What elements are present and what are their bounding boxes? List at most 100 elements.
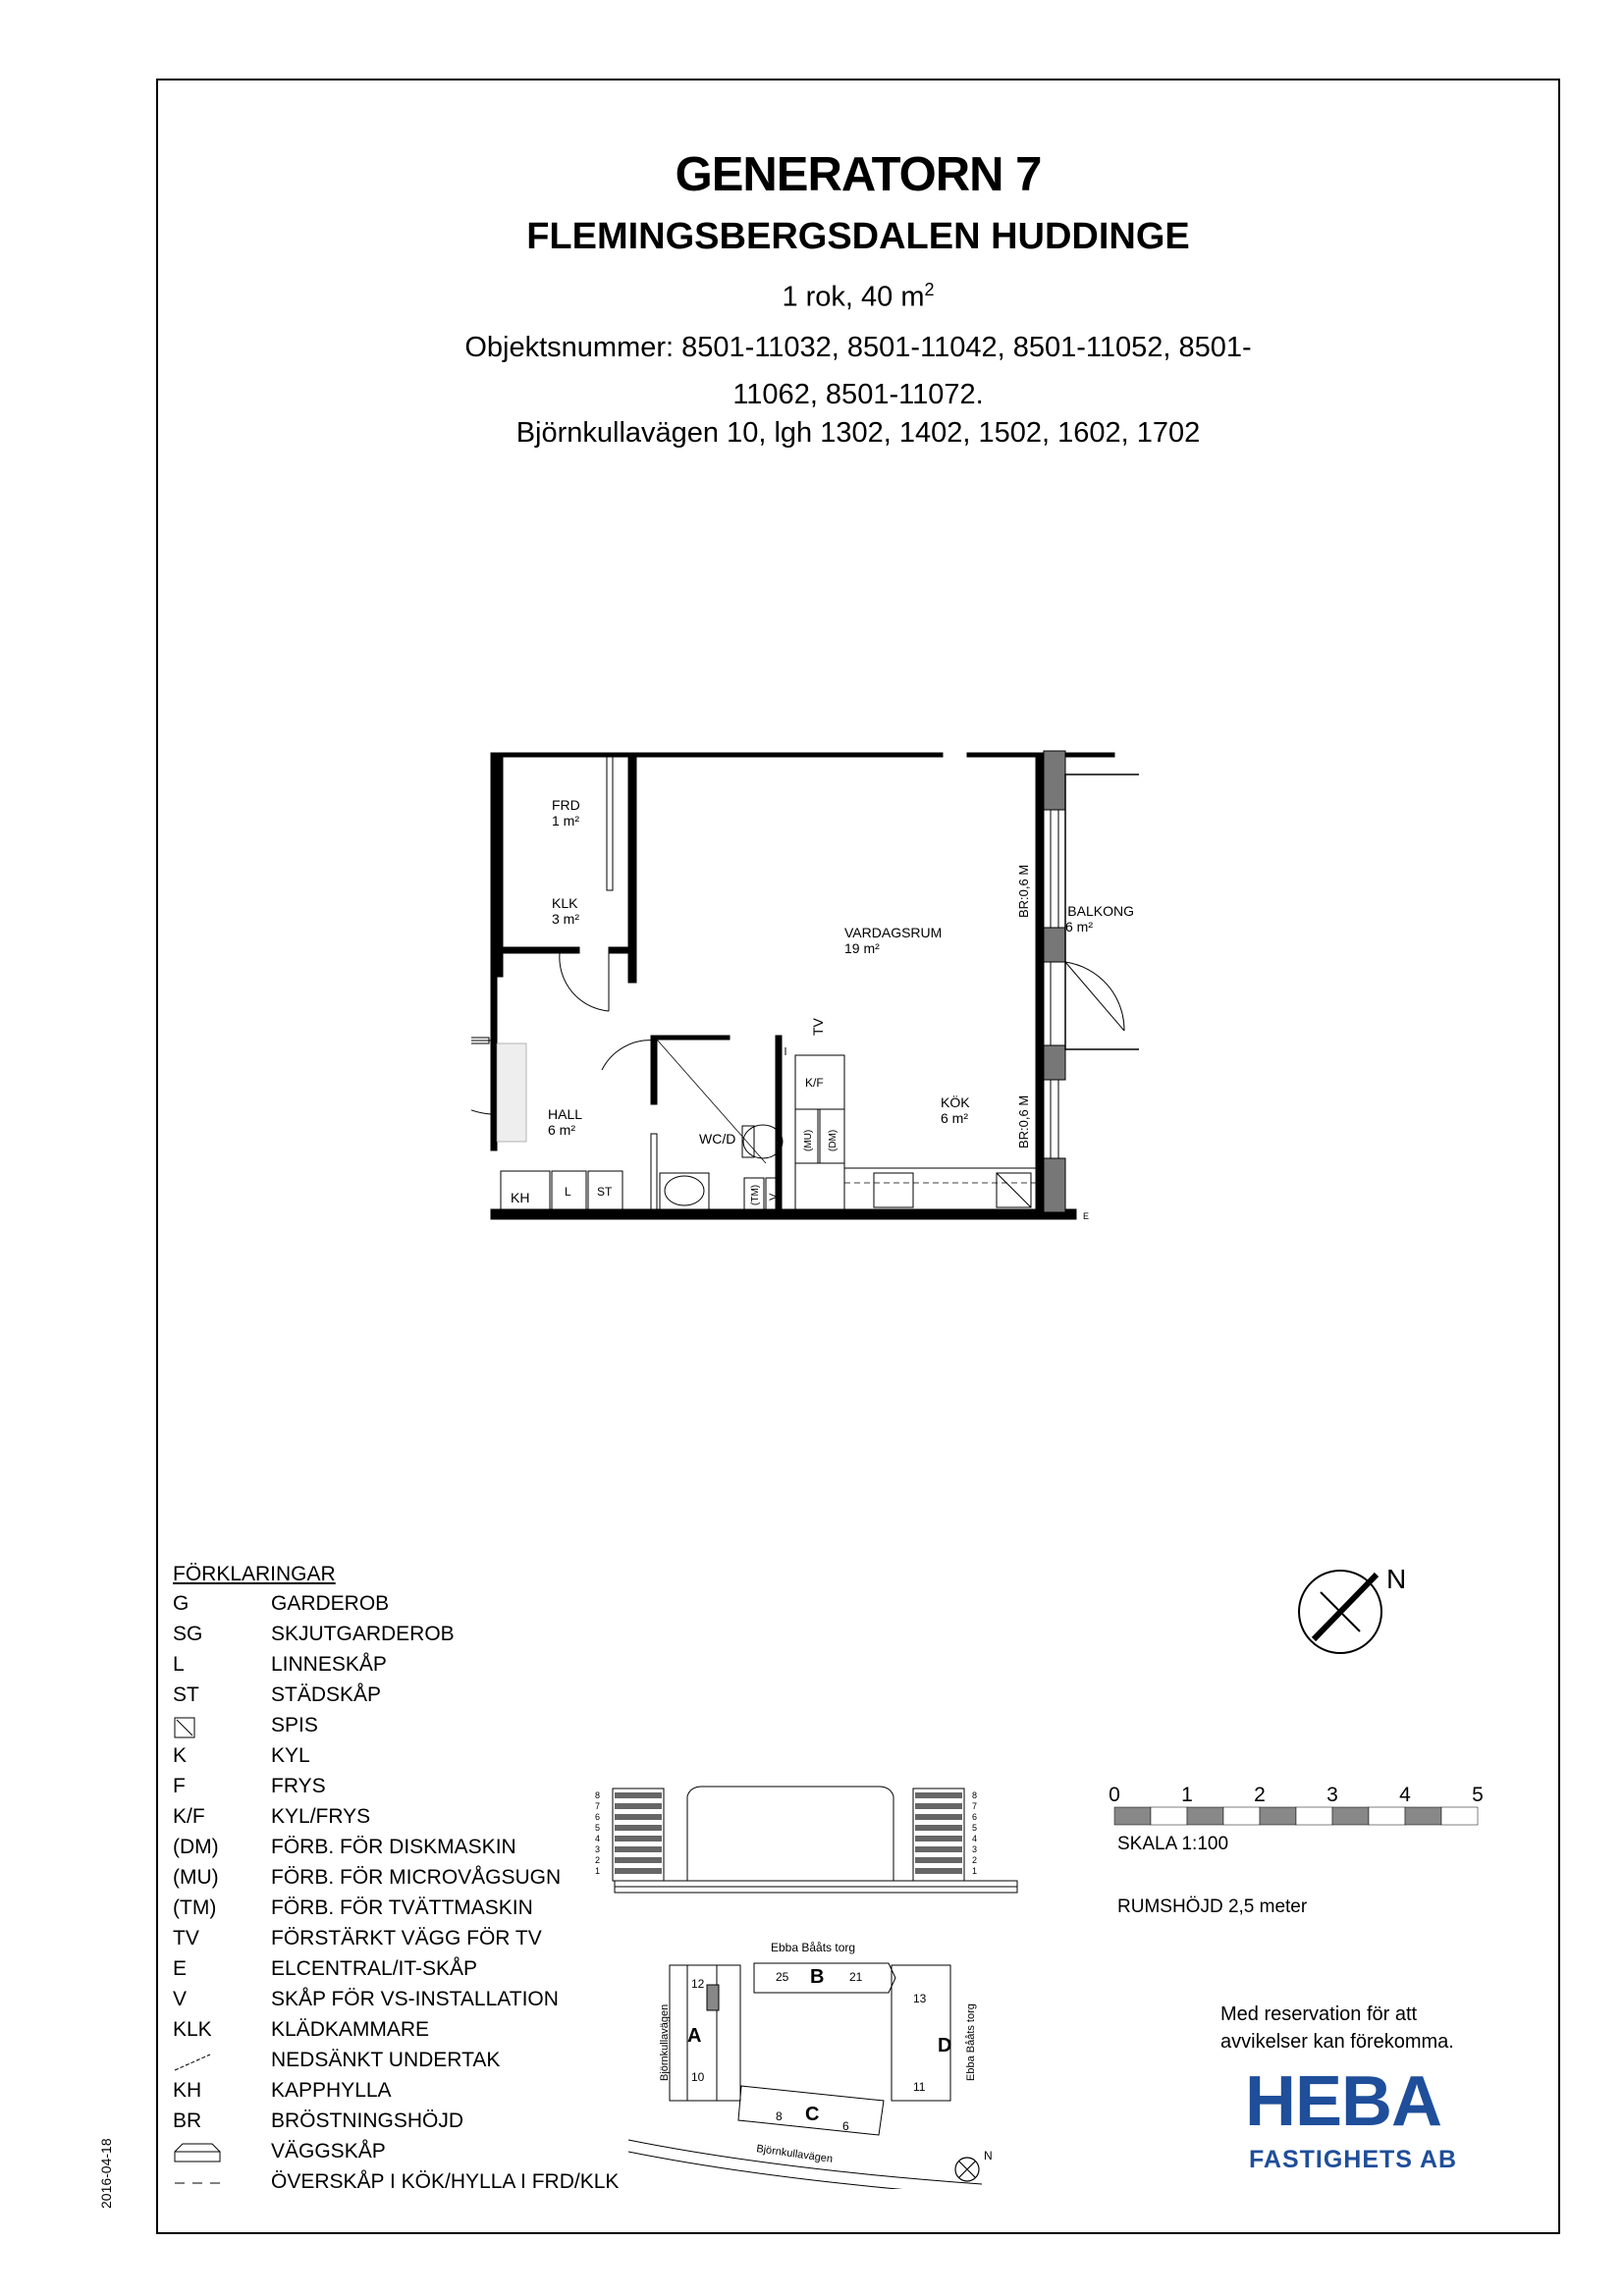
section-floor-bar [615,1857,662,1863]
room-hall: HALL [548,1106,582,1122]
scale-segment [1404,1806,1442,1826]
scale-segment [1150,1806,1188,1826]
legend-item: BR BRÖSTNINGSHÖJD [173,2109,463,2140]
legend-code: (DM) [173,1836,219,1858]
legend-item: E ELCENTRAL/IT-SKÅP [173,1957,477,1988]
legend-code: SG [173,1623,203,1645]
site-north: N [984,2149,993,2163]
object-numbers-line2: 11062, 8501-11072. [732,379,984,410]
room-hall-area: 6 m² [548,1122,575,1138]
section-floor-number: 6 [595,1812,600,1822]
legend-code: L [173,1653,185,1676]
section-floor-number: 1 [972,1866,977,1876]
site-n6: 6 [842,2119,849,2133]
scale-segment [1113,1806,1152,1826]
legend-code: V [173,1988,188,2010]
legend-code: ST [173,1683,199,1706]
mark-br-top: BR:0,6 M [1016,865,1031,918]
mark-e: E [1083,1211,1089,1221]
section-floor-number: 4 [972,1834,977,1843]
legend-item: (DM)FÖRB. FÖR DISKMASKIN [173,1836,516,1866]
legend-desc: KLÄDKAMMARE [271,2018,430,2041]
legend-desc: KAPPHYLLA [271,2079,392,2102]
legend-item: L LINNESKÅP [173,1653,387,1683]
legend-desc: VÄGGSKÅP [271,2140,386,2163]
site-n8: 8 [776,2109,783,2123]
site-n13: 13 [913,1992,927,2005]
floor-plan: FRD 1 m² KLK 3 m² VARDAGSRUM 19 m² BALKO… [471,750,1139,1221]
object-numbers-line1: Objektsnummer: 8501-11032, 8501-11042, 8… [464,332,1252,363]
legend-code: K [173,1744,188,1767]
legend-code: E [173,1957,188,1980]
page-title: GENERATORN 7 [675,148,1043,201]
room-frd-area: 1 m² [552,813,579,828]
room-kok-area: 6 m² [941,1110,968,1126]
scale-tick: 3 [1326,1784,1338,1806]
legend-code: KH [173,2079,202,2102]
legend-desc: SKÅP FÖR VS-INSTALLATION [271,1988,559,2010]
compass-north: N [1386,1564,1406,1594]
section-floor-bar [915,1825,962,1831]
site-n21: 21 [849,1970,863,1984]
legend-item: VÄGGSKÅP [173,2140,386,2171]
legend-item: KH KAPPHYLLA [173,2079,392,2109]
scale-tick: 0 [1110,1784,1120,1806]
scale-tick: 2 [1254,1784,1266,1806]
site-n25: 25 [776,1970,789,1984]
section-floor-number: 8 [595,1790,600,1800]
site-n12: 12 [691,1977,705,1991]
legend-desc: LINNESKÅP [271,1653,387,1676]
stove-icon [173,1714,222,1745]
site-n10: 10 [691,2070,705,2084]
legend-desc: BRÖSTNINGSHÖJD [271,2109,464,2132]
scale-segment [1331,1806,1370,1826]
section-floor-number: 3 [972,1844,977,1854]
legend-desc: KYL/FRYS [271,1805,371,1828]
legend-item: ÖVERSKÅP I KÖK/HYLLA I FRD/KLK [173,2170,619,2201]
page-frame [156,79,1560,2234]
legend-code: K/F [173,1805,205,1828]
site-ebba-side: Ebba Bååts torg [965,2003,977,2081]
legend-code: KLK [173,2018,212,2041]
legend-code: BR [173,2109,202,2132]
mark-br-bottom: BR:0,6 M [1016,1095,1031,1148]
scale-segment [1259,1806,1297,1826]
room-frd: FRD [552,797,580,813]
section-floor-bar [915,1857,962,1863]
section-floor-bar [615,1836,662,1842]
legend-item: SPIS [173,1714,336,1744]
compass-needle [1311,1572,1380,1642]
section-floor-number: 5 [595,1823,600,1833]
legend-item: K/F KYL/FRYS [173,1805,370,1836]
section-floor-number: 2 [595,1855,600,1865]
room-wcd: WC/D [699,1131,735,1147]
size-text: 1 rok, 40 m [782,281,925,313]
legend-desc: KYL [271,1744,310,1767]
section-floor-bar [915,1803,962,1809]
legend-item: KLK KLÄDKAMMARE [173,2018,429,2049]
compass: N [1298,1564,1406,1654]
mark-st: ST [597,1185,613,1199]
legend-desc: GARDEROB [271,1592,390,1615]
legend-desc: FÖRB. FÖR MICROVÅGSUGN [271,1866,562,1889]
room-vardagsrum: VARDAGSRUM [844,925,942,940]
wall-cabinet-icon [173,2140,222,2171]
site-block-c: C [805,2104,819,2125]
legend-desc: ELCENTRAL/IT-SKÅP [271,1957,478,1980]
scale-segment [1222,1806,1261,1826]
legend-desc: FRYS [271,1775,326,1797]
room-balkong-area: 6 m² [1065,919,1093,934]
room-kok: KÖK [941,1094,970,1110]
scale-segment [1368,1806,1406,1826]
section-floor-bar [615,1846,662,1852]
section-floor-number: 7 [595,1801,600,1811]
page-subtitle: FLEMINGSBERGSDALEN HUDDINGE [526,216,1190,257]
legend-desc: SPIS [271,1714,318,1736]
section-floor-number: 4 [595,1834,600,1843]
section-floor-bar [615,1868,662,1874]
